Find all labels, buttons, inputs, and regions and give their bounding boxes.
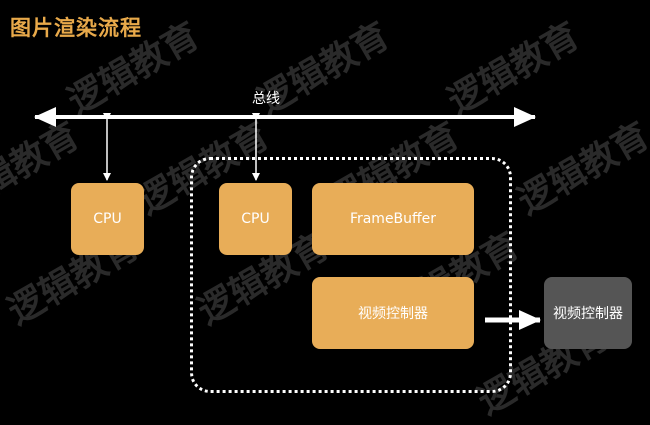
bus-label: 总线 [252, 91, 280, 107]
video-controller-inner-label: 视频控制器 [358, 306, 428, 322]
page-title: 图片渲染流程 [10, 16, 142, 40]
video-controller-box-outer: 视频控制器 [544, 277, 632, 349]
framebuffer-label: FrameBuffer [349, 211, 437, 227]
framebuffer-box: FrameBuffer [312, 183, 474, 255]
cpu-box-inner: CPU [219, 183, 292, 255]
video-controller-outer-label: 视频控制器 [553, 306, 623, 322]
cpu-inner-label: CPU [241, 211, 270, 227]
video-controller-box-inner: 视频控制器 [312, 277, 474, 349]
cpu-box-left: CPU [71, 183, 144, 255]
gpu-group-boundary [190, 157, 512, 393]
cpu-left-label: CPU [93, 211, 122, 227]
connector-lines [34, 107, 541, 330]
